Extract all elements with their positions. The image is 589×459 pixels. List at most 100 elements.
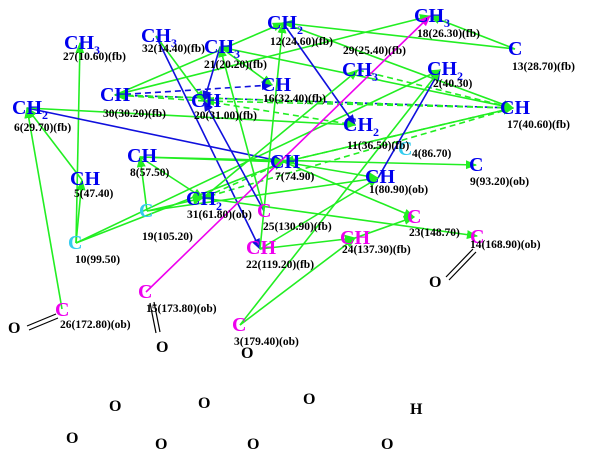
edge-n3-n2	[239, 69, 441, 326]
bond-15-o	[153, 301, 161, 333]
edge-n12-n11	[282, 22, 356, 126]
edge-n19-n1	[146, 174, 380, 212]
bond-14-o	[448, 251, 477, 281]
atom-label: 10(99.50)	[75, 254, 120, 266]
edge-n3-n24	[239, 237, 356, 326]
edge-n20-n30	[113, 91, 205, 102]
edge-n8-n31	[139, 156, 204, 199]
atom-subscript: 3	[234, 47, 240, 61]
atom-symbol: CH3	[414, 5, 450, 30]
atom-label: 18(26.30)(fb)	[417, 28, 480, 40]
edge-n31-n14	[202, 197, 479, 240]
edge-n7-n17	[283, 105, 515, 163]
atom-label: 21(20.20)(fb)	[204, 59, 267, 71]
atom-label: 4(86.70)	[412, 148, 451, 160]
atom-label: 15(173.80)(ob)	[146, 303, 217, 315]
bond-14-o	[445, 248, 474, 278]
atom-node-n7: CH7(74.90)	[270, 151, 314, 183]
atom-label: 20(31.00)(fb)	[194, 110, 257, 122]
atom-symbol: CH	[100, 84, 130, 106]
atom-symbol: CH3	[204, 36, 240, 61]
atom-symbol: C	[55, 299, 69, 321]
atom-symbol: CH	[365, 166, 395, 188]
edge-n7-n23	[283, 161, 416, 218]
edge-n29-n17	[357, 69, 515, 110]
edge-n7-n1	[283, 161, 380, 181]
oxygen-atom: O	[241, 345, 253, 362]
atom-label: 29(25.40)(fb)	[343, 45, 406, 57]
atom-label: 31(61.80)(ob)	[187, 209, 252, 221]
atom-symbol: CH	[340, 227, 370, 249]
atom-node-n23: C23(148.70)	[407, 206, 460, 239]
atom-node-n30: CH 30(30.20)(fb)	[100, 84, 166, 120]
edge-n24-n23	[354, 216, 416, 239]
atom-subscript: 3	[171, 36, 177, 50]
atom-symbol: CH	[70, 168, 100, 190]
atom-label: 13(28.70)(fb)	[512, 61, 575, 73]
atom-subscript: 2	[373, 125, 379, 139]
edge-n30-n12	[114, 22, 285, 96]
atom-label: 30(30.20)(fb)	[103, 108, 166, 120]
atom-symbol: CH2	[267, 12, 303, 37]
atom-nodes: CH1(80.90)(ob)CH22(40.30)C3(179.40)(ob)C…	[12, 5, 575, 348]
carbonyl-bonds	[26, 248, 477, 334]
edge-n31-n29	[202, 69, 359, 199]
atom-subscript: 2	[457, 69, 463, 83]
atom-label: 12(24.60)(fb)	[270, 36, 333, 48]
edge-n20-n11	[203, 100, 357, 128]
atom-node-n13: C13(28.70)(fb)	[508, 38, 575, 73]
bond-15-o	[149, 302, 157, 334]
atom-subscript: 2	[297, 23, 303, 37]
oxygen-atom: O	[8, 320, 20, 337]
atom-label: 9(93.20)(ob)	[470, 176, 529, 188]
atom-label: 26(172.80)(ob)	[60, 319, 131, 331]
edge-n22-n1	[259, 177, 379, 250]
edge-n15-n18	[145, 15, 431, 293]
atom-symbol: CH	[270, 151, 300, 173]
oxygen-atom: O	[66, 430, 78, 447]
atom-subscript: 2	[216, 199, 222, 213]
oxygen-atom: O	[247, 436, 259, 453]
atom-node-n15: C15(173.80)(ob)	[138, 281, 217, 315]
atom-symbol: C	[138, 281, 152, 303]
edge-n6-n7	[26, 107, 286, 165]
edge-n21-n16	[219, 46, 273, 86]
atom-label: 22(119.20)(fb)	[246, 259, 314, 271]
atom-label: 32(14.40)(fb)	[142, 43, 205, 55]
atom-node-n3: C3(179.40)(ob)	[232, 314, 299, 348]
edge-n30-n17	[114, 94, 515, 113]
atom-symbol: C	[470, 226, 484, 248]
edge-n21-n20	[202, 46, 221, 103]
edge-n30-n16	[114, 81, 274, 96]
edge-n13-n12	[281, 19, 516, 50]
atom-label: 2(40.30)	[433, 78, 472, 90]
edge-n10-n5	[75, 178, 86, 244]
atom-symbol: CH	[500, 97, 530, 119]
oxygen-atom: O	[303, 391, 315, 408]
atom-symbol: C	[508, 38, 522, 60]
atom-label: 25(130.90)(fb)	[263, 221, 332, 233]
edge-n6-n11	[26, 107, 357, 129]
oxygen-atom: O	[155, 436, 167, 453]
atom-symbol: C	[398, 138, 412, 160]
edge-n5-n6	[26, 107, 83, 181]
atom-label: 3(179.40)(ob)	[234, 336, 299, 348]
atom-label: 6(29.70)(fb)	[14, 122, 71, 134]
atom-label: 14(168.90)(ob)	[470, 239, 541, 251]
edge-n10-n27	[75, 41, 85, 244]
hydrogen-atom: H	[410, 401, 423, 418]
atom-symbol: CH3	[342, 59, 378, 84]
oxygen-atom: O	[381, 436, 393, 453]
atom-label: 24(137.30)(fb)	[342, 244, 411, 256]
